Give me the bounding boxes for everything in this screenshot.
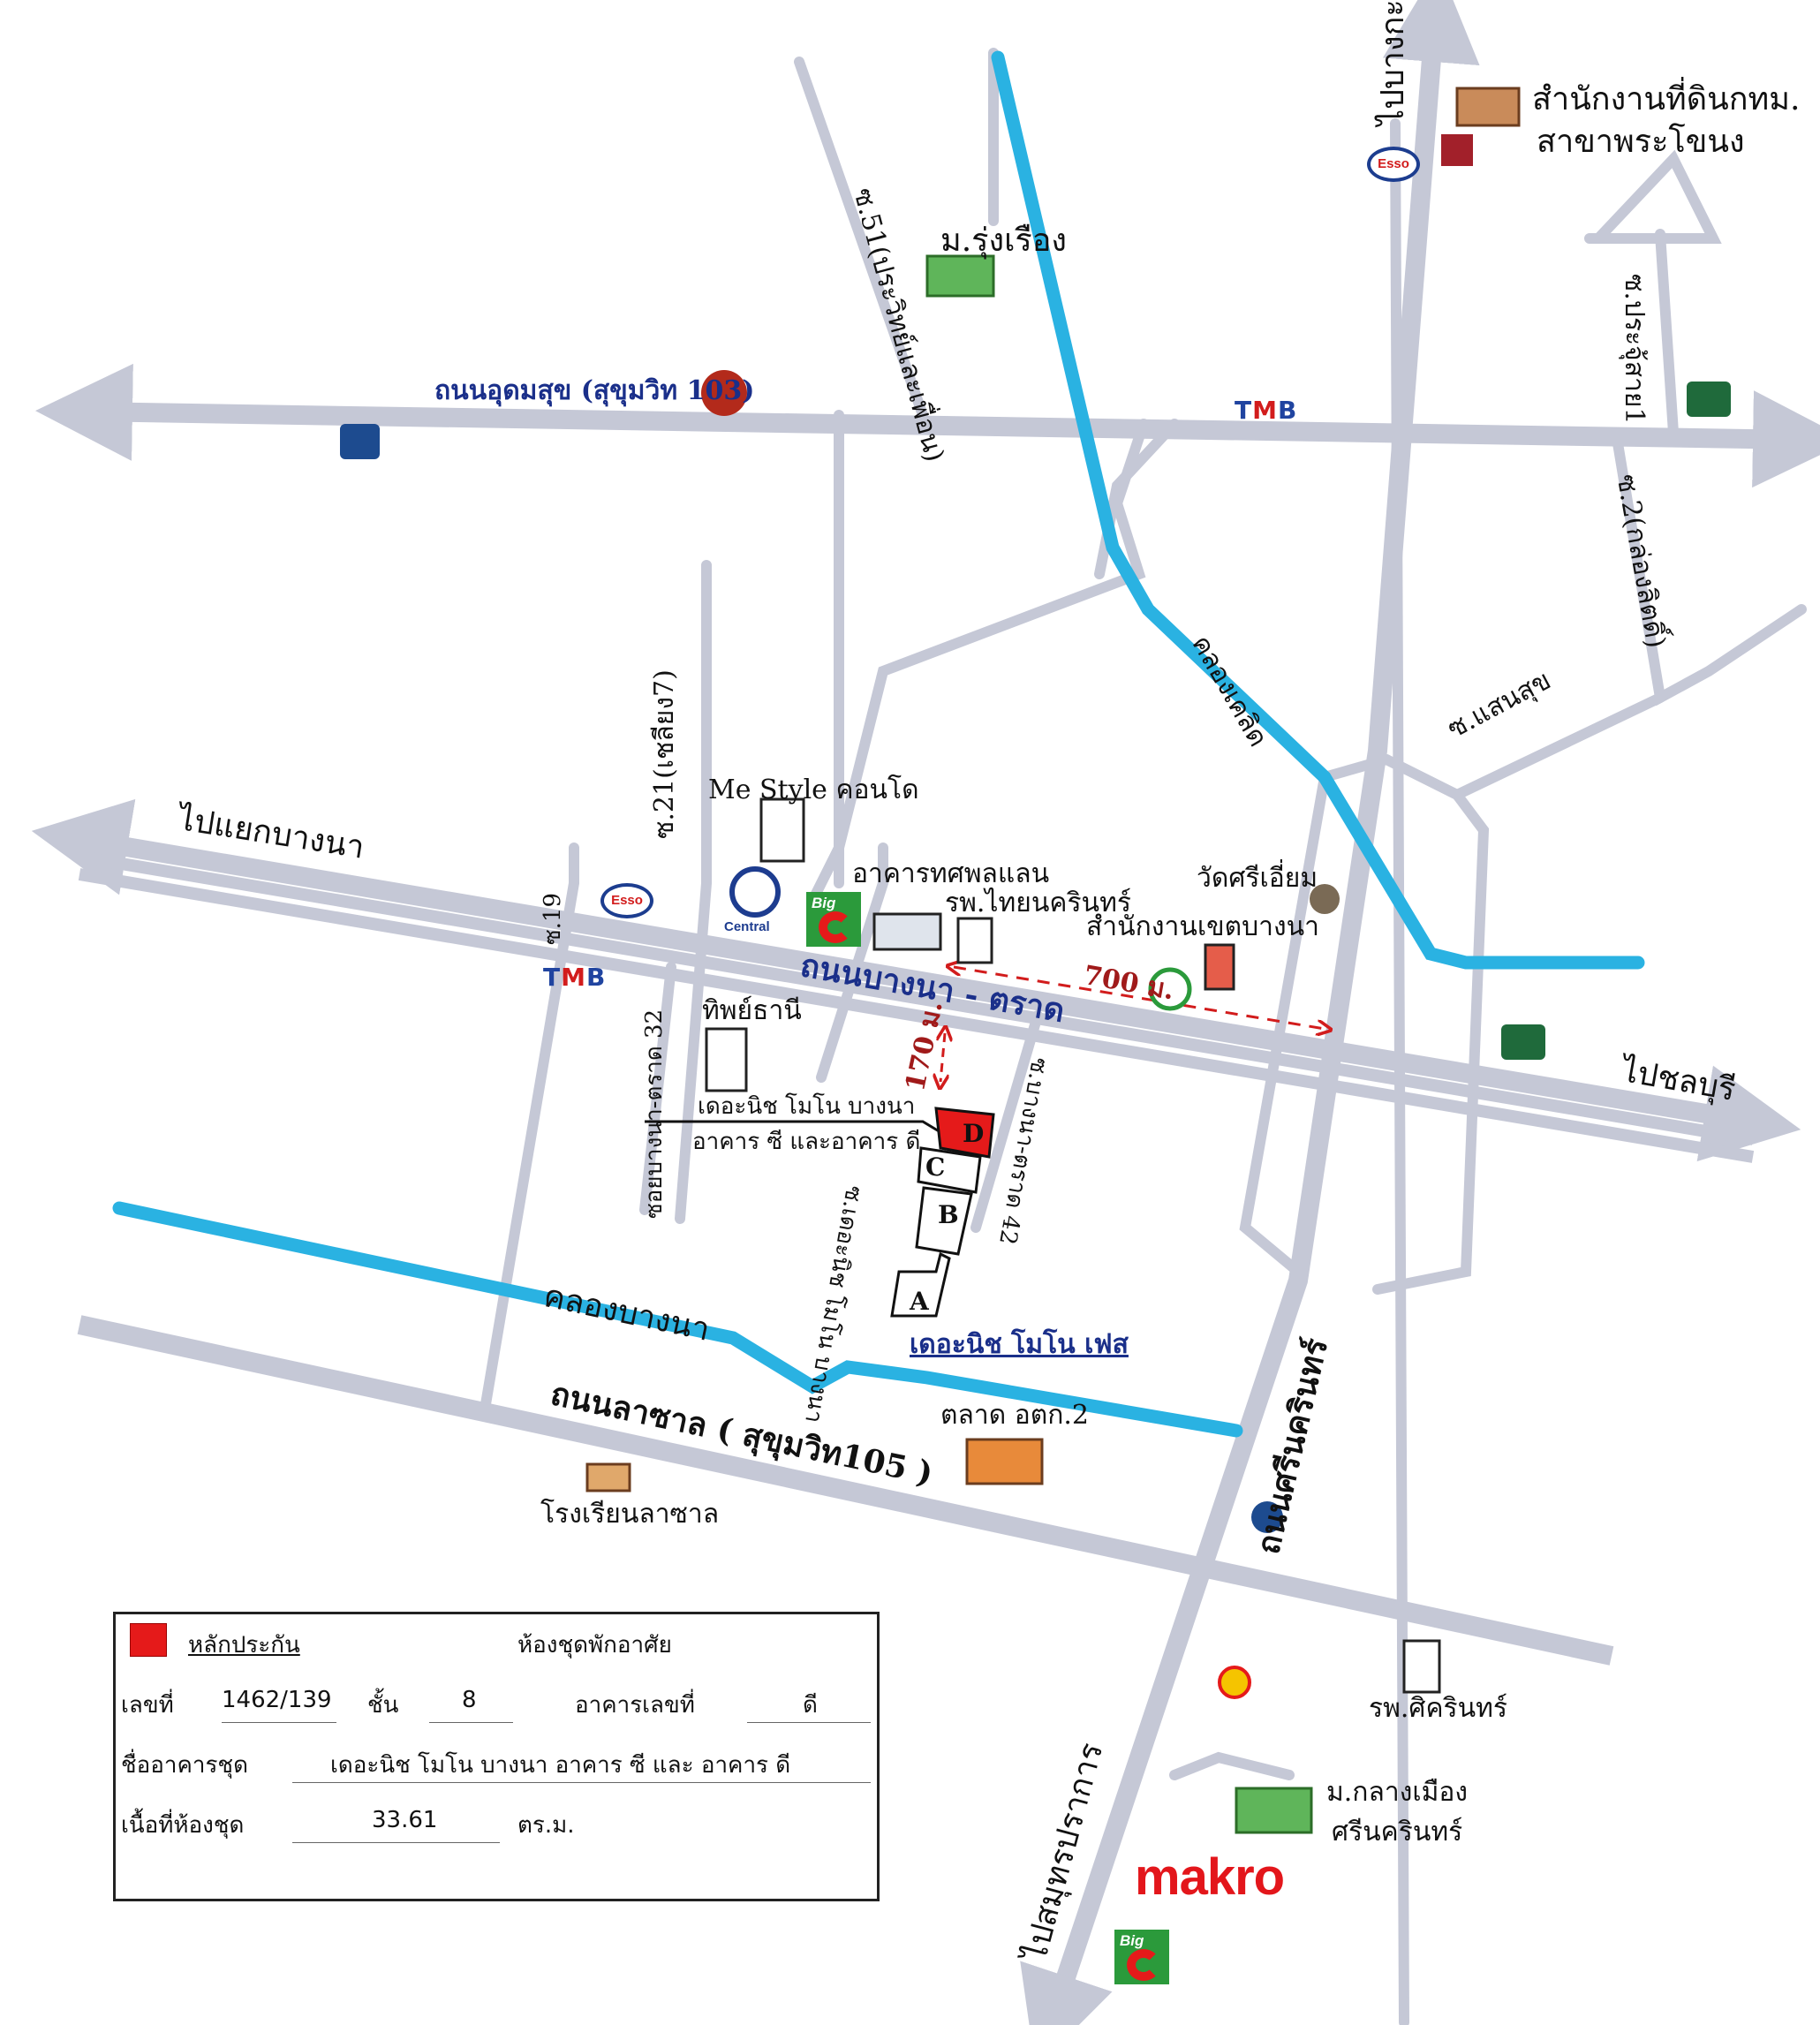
legend-building-no-label: อาคารเลขที่ <box>575 1692 695 1719</box>
me-style-building-icon <box>759 797 805 863</box>
land-office-building-icon <box>1455 87 1521 127</box>
label-the-niche-mono-phase: เดอะนิช โมโน เฟส <box>910 1329 1129 1360</box>
label-udom-suk-road: ถนนอุดมสุข (สุขุมวิท 103) <box>434 375 755 406</box>
legend-box: หลักประกัน ห้องชุดพักอาศัย เลขที่ 1462/1… <box>113 1612 880 1901</box>
legend-number-value: 1462/139 <box>222 1687 332 1713</box>
collateral-swatch <box>130 1623 167 1657</box>
legend-building-name-underline <box>292 1782 871 1783</box>
road-soi-51 <box>794 57 928 420</box>
building-c <box>917 1146 982 1194</box>
tmb-logo-west: TMB <box>543 963 607 992</box>
thip-thani-building-icon <box>705 1027 748 1092</box>
bank-icon-east <box>1501 1024 1545 1060</box>
thainakarin-hospital-icon <box>956 917 993 964</box>
label-soi-pracha-uthit: ซ.ประจุ้สาย1 <box>1619 274 1650 425</box>
thosaphol-building-icon <box>872 912 942 951</box>
route-170m <box>940 1033 945 1082</box>
land-office-emblem-icon <box>1441 134 1473 166</box>
legend-building-name-label: ชื่ออาคารชุด <box>121 1752 248 1779</box>
moo-rung-rueang-house-icon <box>925 254 995 298</box>
major-roads <box>31 0 1820 2025</box>
building-b <box>915 1186 973 1256</box>
label-thainakarin-hospital: รพ.ไทยนครินทร์ <box>945 888 1131 918</box>
building-a-letter: A <box>910 1287 929 1316</box>
building-a <box>890 1251 951 1318</box>
label-thosaphol-building: อาคารทศพลแลน <box>852 858 1050 889</box>
big-c-logo-north: Big <box>806 892 861 947</box>
label-to-bang-kapi: ไปบางกะปิ <box>1375 0 1411 125</box>
road-udom-suk <box>35 363 1820 488</box>
road-srinakarin <box>1020 0 1480 2025</box>
legend-area-underline <box>292 1842 500 1843</box>
makro-logo: makro <box>1135 1848 1285 1906</box>
canals <box>112 50 1645 1438</box>
label-bang-na-district-office: สำนักงานเขตบางนา <box>1086 911 1319 942</box>
legend-building-no-value: ดี <box>803 1692 818 1719</box>
label-project-callout-line1: เดอะนิช โมโน บางนา <box>698 1093 916 1120</box>
tmb-logo-north: TMB <box>1235 396 1298 425</box>
label-market: ตลาด อตก.2 <box>940 1400 1090 1431</box>
project-buildings <box>890 1107 995 1318</box>
central-logo-text: Central <box>724 919 770 934</box>
route-700m <box>940 967 1325 1082</box>
legend-area-value: 33.61 <box>372 1807 438 1833</box>
klang-mueang-house-icon <box>1235 1787 1313 1834</box>
label-klang-mueang-line2: ศรีนครินทร์ <box>1332 1817 1463 1847</box>
road-saen-suk <box>1452 692 1665 800</box>
legend-area-unit: ตร.ม. <box>517 1812 575 1839</box>
label-wat-si-iam: วัดศรีเอี่ยม <box>1197 863 1318 894</box>
label-moo-rung-rueang: ม.รุ่งเรือง <box>940 223 1067 259</box>
label-soi-19: ซ.19 <box>540 893 566 945</box>
legend-type: ห้องชุดพักอาศัย <box>517 1632 672 1659</box>
building-icons <box>340 87 1731 1834</box>
bank-icon-north <box>1687 382 1731 417</box>
legend-floor-underline <box>429 1722 513 1723</box>
building-d-collateral <box>934 1107 995 1159</box>
road-soi-pracha <box>1584 149 1722 244</box>
legend-floor-label: ชั้น <box>367 1692 399 1719</box>
legend-floor-value: 8 <box>462 1687 477 1713</box>
label-soi-bangna-trad-32: ซอยบางนา-ตราด 32 <box>641 1009 668 1219</box>
legend-area-label: เนื้อที่ห้องชุด <box>121 1812 245 1839</box>
big-c-logo-south: Big <box>1114 1930 1169 1984</box>
building-b-letter: B <box>938 1200 959 1229</box>
school-icon <box>585 1462 631 1492</box>
legend-collateral: หลักประกัน <box>188 1632 300 1659</box>
market-icon <box>965 1438 1044 1485</box>
label-land-office-line2: สาขาพระโขนง <box>1537 124 1745 160</box>
road-soi-2 <box>1611 427 1807 706</box>
shell-icon <box>1218 1666 1251 1699</box>
label-land-office-line1: สำนักงานที่ดินกทม. <box>1532 81 1801 117</box>
label-klang-mueang-line1: ม.กลางเมือง <box>1326 1777 1469 1808</box>
ptt-station-icon <box>1251 1501 1283 1533</box>
district-office-icon <box>1204 943 1235 991</box>
label-me-style-condo: Me Style คอนโด <box>708 774 919 805</box>
canal-khlong-bang-na <box>112 1201 1243 1438</box>
udom-suk-emblem-icon <box>701 370 747 416</box>
label-lasalle-school: โรงเรียนลาซาล <box>540 1499 720 1530</box>
road-klang-mueang <box>1169 1751 1295 1780</box>
temple-buddha-icon <box>1310 884 1340 914</box>
legend-number-underline <box>222 1722 336 1723</box>
sikarin-hospital-icon <box>1402 1639 1441 1694</box>
legend-building-name-value: เดอะนิช โมโน บางนา อาคาร ซี และ อาคาร ดี <box>330 1752 791 1779</box>
label-project-callout-line2: อาคาร ซี และอาคาร ดี <box>692 1129 921 1155</box>
canal-khlong-kaet <box>991 50 1645 970</box>
label-sikarin-hospital: รพ.ศิครินทร์ <box>1369 1693 1508 1724</box>
central-logo-icon <box>729 866 781 918</box>
esso-logo-west: Esso <box>600 883 653 918</box>
legend-building-no-underline <box>747 1722 871 1723</box>
road-soi-pracha-v <box>1655 229 1679 438</box>
krungthai-bank-icon <box>340 424 380 459</box>
legend-number-label: เลขที่ <box>121 1692 174 1719</box>
building-c-letter: C <box>925 1152 946 1182</box>
esso-logo-north: Esso <box>1367 147 1420 182</box>
label-thip-thani: ทิพย์ธานี <box>702 995 802 1026</box>
building-d-letter: D <box>963 1119 985 1148</box>
label-soi-21: ซ.21(เชลียง7) <box>649 669 680 839</box>
kbank-icon <box>1148 967 1192 1011</box>
